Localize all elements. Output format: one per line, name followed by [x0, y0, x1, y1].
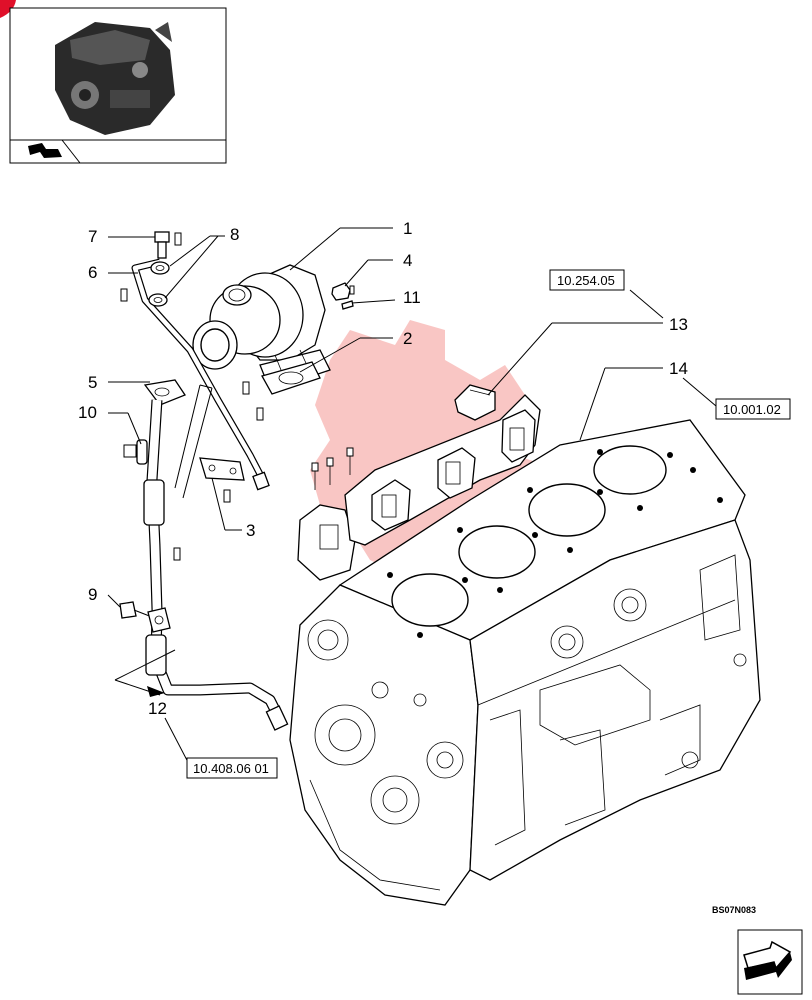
- callout-10: 10: [78, 403, 97, 422]
- callout-numbers: 1 2 3 4 5 6 7 8 9 10 11 12 13 14: [78, 219, 688, 718]
- callout-11: 11: [403, 288, 421, 307]
- drawing-code: BS07N083: [712, 905, 756, 915]
- callout-13: 13: [669, 315, 688, 334]
- red-corner-marker-icon: [0, 0, 16, 18]
- callout-14: 14: [669, 359, 688, 378]
- callout-6: 6: [88, 263, 97, 282]
- next-arrow-icon: [743, 940, 792, 980]
- engine-block[interactable]: [289, 419, 761, 906]
- direction-arrow: [147, 686, 165, 697]
- leader-lines: [107, 227, 717, 767]
- turbo-gasket[interactable]: [261, 361, 321, 395]
- ref-label-14[interactable]: 10.001.02: [723, 402, 781, 417]
- next-arrow-button[interactable]: [737, 929, 803, 995]
- exhaust-manifold[interactable]: [297, 384, 541, 581]
- ref-box-12[interactable]: 10.408.06 01: [186, 757, 278, 779]
- callout-1: 1: [403, 219, 412, 238]
- bracket-bolt[interactable]: [119, 601, 171, 633]
- engine-thumbnail-icon: [55, 22, 175, 135]
- ref-label-13[interactable]: 10.254.05: [557, 273, 615, 288]
- ref-label-12[interactable]: 10.408.06 01: [193, 761, 269, 776]
- callout-8: 8: [230, 225, 239, 244]
- callout-9: 9: [88, 585, 97, 604]
- back-arrow-icon[interactable]: [28, 143, 62, 158]
- engine-thumbnail[interactable]: [9, 7, 227, 164]
- callout-12: 12: [148, 699, 167, 718]
- banjo-bolt[interactable]: [154, 231, 170, 259]
- callout-2: 2: [403, 329, 412, 348]
- callout-5: 5: [88, 373, 97, 392]
- flange-gasket[interactable]: [199, 457, 245, 481]
- callout-3: 3: [246, 521, 255, 540]
- sealing-washers[interactable]: [148, 261, 170, 307]
- hose-clip[interactable]: [136, 439, 148, 465]
- ref-box-13[interactable]: 10.254.05: [549, 269, 625, 291]
- turbo-stud[interactable]: [341, 300, 354, 310]
- position-markers: [120, 232, 355, 561]
- ref-box-14[interactable]: 10.001.02: [715, 398, 791, 420]
- callout-4: 4: [403, 251, 412, 270]
- turbo-nut[interactable]: [331, 282, 351, 301]
- oil-return-pipe[interactable]: [143, 379, 289, 731]
- callout-7: 7: [88, 227, 97, 246]
- oil-feed-pipe[interactable]: [131, 258, 270, 491]
